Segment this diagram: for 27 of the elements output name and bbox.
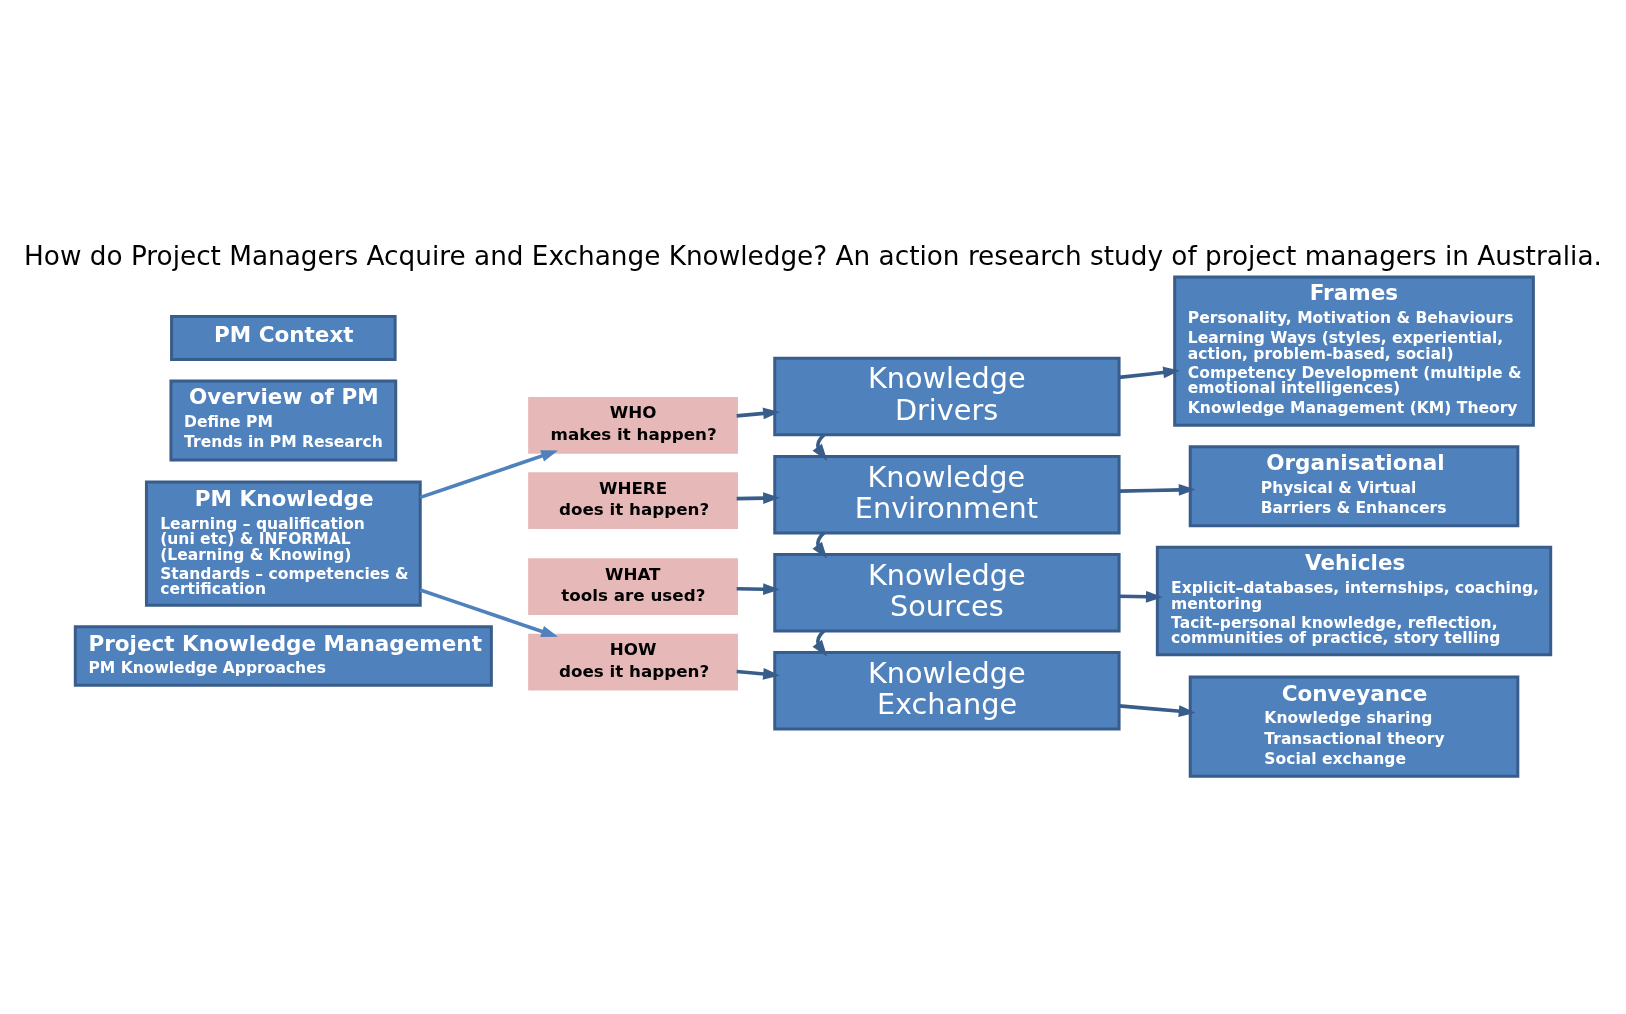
diagram-title: How do Project Managers Acquire and Exchange Knowledge? An action research study of project managers in Australia. xyxy=(24,240,1602,271)
arrow xyxy=(419,587,558,637)
arrow xyxy=(736,407,780,419)
arrow xyxy=(736,491,780,504)
node-box: PM Context xyxy=(170,314,397,361)
node-box: Organisational Physical & Virtual Barriers & Enhancers xyxy=(1188,444,1520,527)
arrow xyxy=(1119,483,1196,496)
node-box: HOW does it happen? xyxy=(528,633,738,690)
node-box: Project Knowledge Management PM Knowledge Approaches xyxy=(73,624,493,687)
node-box: WHO makes it happen? xyxy=(528,396,738,454)
arrow xyxy=(1118,366,1180,379)
node-box: Knowledge Environment xyxy=(773,454,1121,534)
arrow xyxy=(736,667,780,680)
node-box: Overview of PM Define PM Trends in PM Research xyxy=(169,379,398,461)
node-box: WHERE does it happen? xyxy=(528,471,738,529)
arrow xyxy=(419,449,558,499)
node-box: Frames Personality, Motivation & Behaviours Learning Ways (styles, experiential, action, problem-based, social) Competency Development (multiple & emotional intelligences) Knowledge Management (KM) Theory xyxy=(1173,275,1535,427)
node-box: Knowledge Drivers xyxy=(773,356,1121,436)
node-box: PM Knowledge Learning – qualification (uni etc) & INFORMAL (Learning & Knowing) Standards – competencies & certification xyxy=(144,480,422,607)
node-box: Knowledge Sources xyxy=(773,552,1121,632)
node-box: Conveyance Knowledge sharing Transactional theory Social exchange xyxy=(1188,675,1520,778)
node-box: Knowledge Exchange xyxy=(773,650,1121,730)
arrow xyxy=(1119,590,1163,603)
node-box: WHAT tools are used? xyxy=(528,557,738,615)
node-box: Vehicles Explicit–databases, internships, coaching, mentoring Tacit–personal knowledge, reflection, communities of practice, story telling xyxy=(1155,545,1553,656)
arrow xyxy=(736,582,780,595)
arrow xyxy=(1119,703,1196,717)
